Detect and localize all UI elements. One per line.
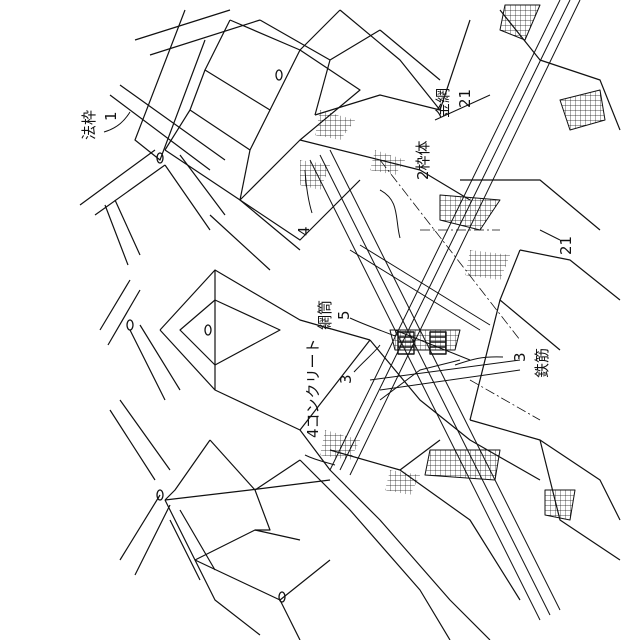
label-wakutai: 2枠体 [414,140,432,180]
label-tekkin: 鉄筋 [533,348,551,378]
label-amitsutsu: 網筒 [316,300,334,330]
label-concrete: 4コンクリート [304,338,322,438]
label-kanaami: 金網 [434,88,452,118]
label-rebar-num-left: 3 [337,374,355,384]
leader-lines [104,95,560,465]
label-kanaami-num: 21 [456,89,474,108]
lattice-frame-grid [80,10,380,640]
label-norizaku: 法枠 [80,110,98,140]
label-amitsutsu-num: 5 [335,310,353,320]
label-concrete-top: 4 [295,226,313,236]
label-norizaku-num: 1 [102,111,120,121]
lattice-node-markers [127,70,285,602]
label-kanaami-num-2: 21 [557,236,575,255]
label-tekkin-num: 3 [511,352,529,362]
